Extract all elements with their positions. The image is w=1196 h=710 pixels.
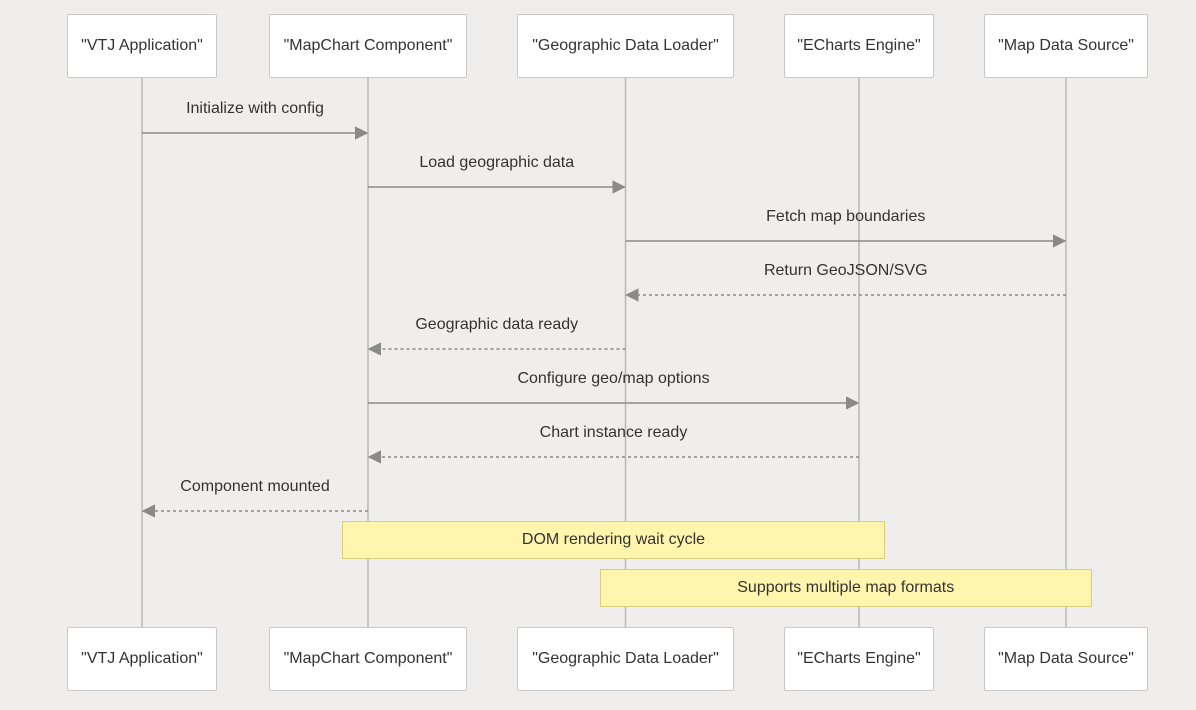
actor-echarts-bottom: "ECharts Engine" bbox=[784, 627, 934, 691]
message-label-1: Initialize with config bbox=[186, 100, 324, 117]
message-label-7: Chart instance ready bbox=[539, 424, 688, 441]
message-label-8: Component mounted bbox=[180, 478, 330, 495]
actor-mapchart-bottom: "MapChart Component" bbox=[269, 627, 467, 691]
message-label-2: Load geographic data bbox=[419, 154, 575, 171]
actor-echarts-top: "ECharts Engine" bbox=[784, 14, 934, 78]
message-arrows bbox=[141, 126, 1067, 518]
actor-loader-bottom: "Geographic Data Loader" bbox=[517, 627, 734, 691]
note-2: Supports multiple map formats bbox=[599, 569, 1092, 607]
actor-source-bottom: "Map Data Source" bbox=[984, 627, 1148, 691]
actor-app-top: "VTJ Application" bbox=[67, 14, 217, 78]
actor-source-top: "Map Data Source" bbox=[984, 14, 1148, 78]
message-label-4: Return GeoJSON/SVG bbox=[763, 262, 928, 279]
message-label-3: Fetch map boundaries bbox=[766, 208, 926, 225]
actor-loader-top: "Geographic Data Loader" bbox=[517, 14, 734, 78]
actor-app-bottom: "VTJ Application" bbox=[67, 627, 217, 691]
message-label-5: Geographic data ready bbox=[415, 316, 579, 333]
note-1: DOM rendering wait cycle bbox=[342, 521, 885, 559]
actor-mapchart-top: "MapChart Component" bbox=[269, 14, 467, 78]
message-label-6: Configure geo/map options bbox=[517, 370, 710, 387]
